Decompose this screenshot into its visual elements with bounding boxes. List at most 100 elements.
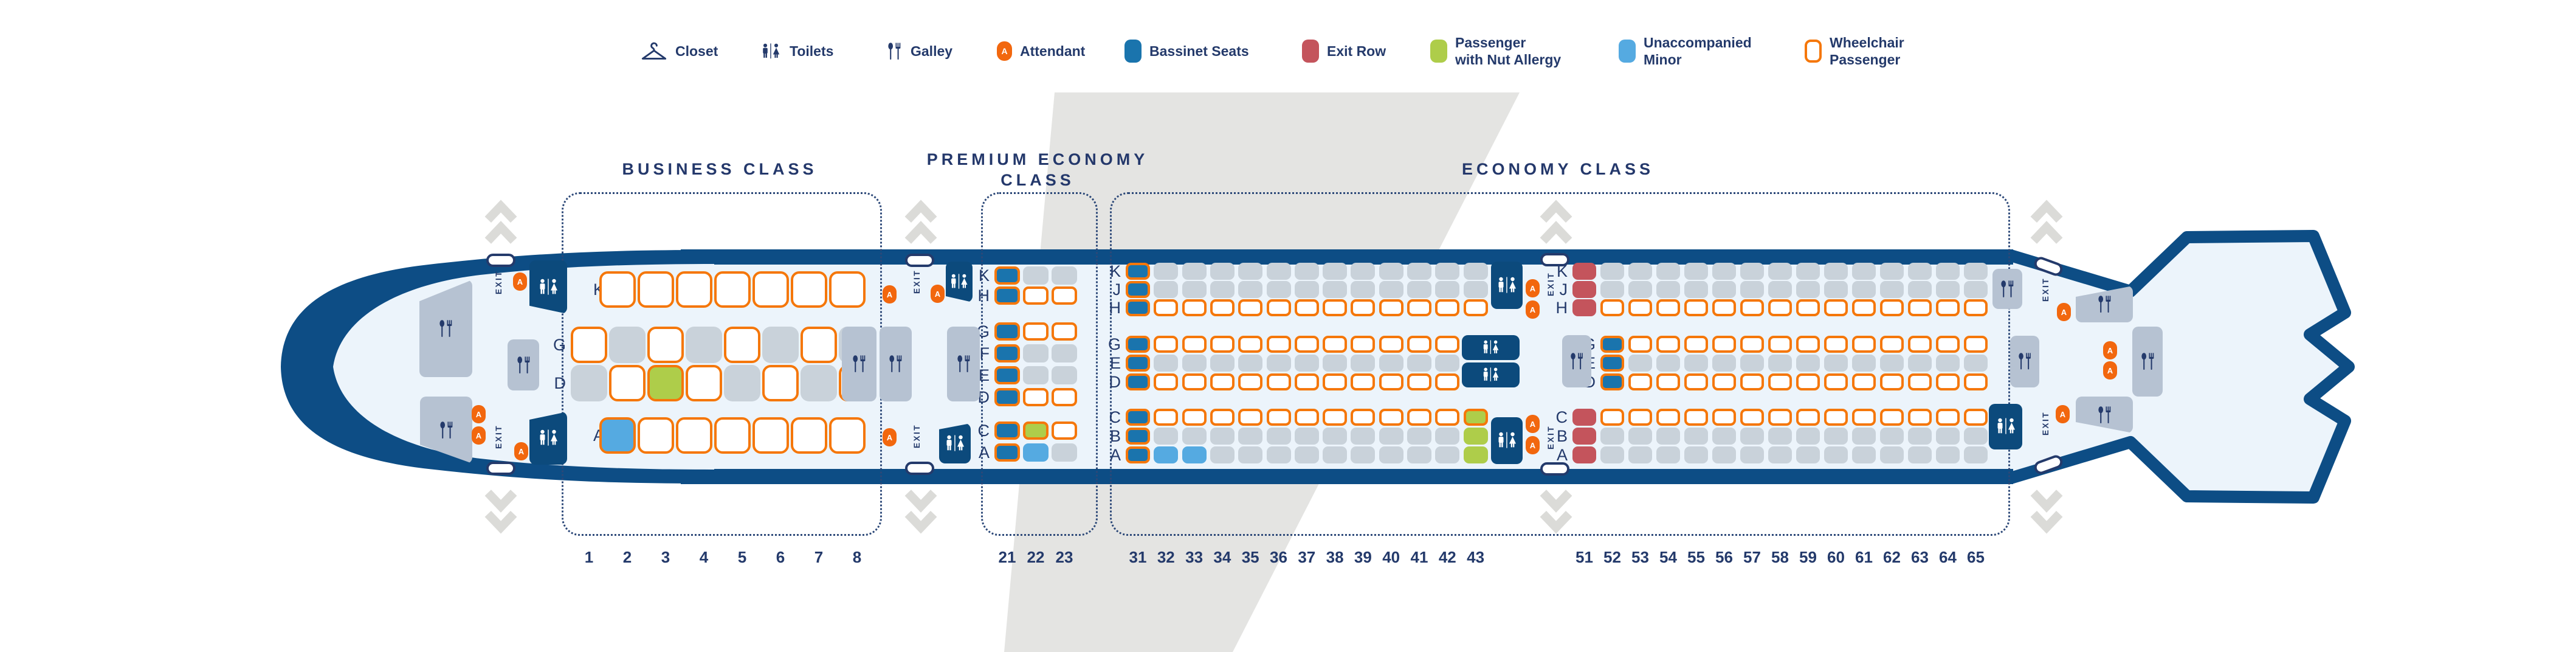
seat-D22[interactable] xyxy=(1023,388,1049,406)
seat-A54[interactable] xyxy=(1656,446,1680,463)
seat-G22[interactable] xyxy=(1023,322,1049,341)
seat-B32[interactable] xyxy=(1154,428,1179,445)
seat-D57[interactable] xyxy=(1740,373,1764,390)
seat-D59[interactable] xyxy=(1796,373,1820,390)
seat-G39[interactable] xyxy=(1351,336,1376,353)
seat-K35[interactable] xyxy=(1238,263,1263,280)
seat-K8[interactable] xyxy=(829,271,866,308)
seat-K64[interactable] xyxy=(1936,263,1960,280)
seat-K65[interactable] xyxy=(1964,263,1988,280)
seat-C54[interactable] xyxy=(1656,409,1680,426)
seat-K34[interactable] xyxy=(1210,263,1235,280)
seat-J65[interactable] xyxy=(1964,281,1988,298)
seat-C55[interactable] xyxy=(1684,409,1708,426)
seat-D6[interactable] xyxy=(762,365,799,401)
seat-E42[interactable] xyxy=(1435,355,1460,372)
seat-A55[interactable] xyxy=(1684,446,1708,463)
seat-E35[interactable] xyxy=(1238,355,1263,372)
seat-A32[interactable] xyxy=(1154,446,1179,463)
seat-C21[interactable] xyxy=(994,421,1020,440)
seat-H58[interactable] xyxy=(1768,299,1792,316)
seat-H21[interactable] xyxy=(994,286,1020,305)
seat-K54[interactable] xyxy=(1656,263,1680,280)
seat-B60[interactable] xyxy=(1824,428,1848,445)
seat-E55[interactable] xyxy=(1684,355,1708,372)
seat-E65[interactable] xyxy=(1964,355,1988,372)
seat-E57[interactable] xyxy=(1740,355,1764,372)
seat-A42[interactable] xyxy=(1435,446,1460,463)
seat-J59[interactable] xyxy=(1796,281,1820,298)
seat-J33[interactable] xyxy=(1182,281,1207,298)
seat-B51[interactable] xyxy=(1572,428,1596,445)
seat-E31[interactable] xyxy=(1126,355,1150,372)
seat-D64[interactable] xyxy=(1936,373,1960,390)
seat-H63[interactable] xyxy=(1908,299,1932,316)
seat-D37[interactable] xyxy=(1294,373,1319,390)
seat-J37[interactable] xyxy=(1294,281,1319,298)
seat-K33[interactable] xyxy=(1182,263,1207,280)
seat-A39[interactable] xyxy=(1351,446,1376,463)
seat-E23[interactable] xyxy=(1052,366,1077,384)
seat-J31[interactable] xyxy=(1126,281,1150,298)
seat-J32[interactable] xyxy=(1154,281,1179,298)
seat-B40[interactable] xyxy=(1379,428,1403,445)
seat-A8[interactable] xyxy=(829,417,866,454)
seat-C56[interactable] xyxy=(1712,409,1736,426)
seat-J52[interactable] xyxy=(1600,281,1624,298)
seat-J51[interactable] xyxy=(1572,281,1596,298)
seat-G62[interactable] xyxy=(1880,336,1904,353)
seat-G56[interactable] xyxy=(1712,336,1736,353)
seat-A57[interactable] xyxy=(1740,446,1764,463)
seat-B33[interactable] xyxy=(1182,428,1207,445)
seat-C38[interactable] xyxy=(1323,409,1348,426)
seat-A34[interactable] xyxy=(1210,446,1235,463)
seat-H34[interactable] xyxy=(1210,299,1235,316)
seat-B41[interactable] xyxy=(1407,428,1431,445)
seat-K2[interactable] xyxy=(599,271,636,308)
seat-K51[interactable] xyxy=(1572,263,1596,280)
seat-C60[interactable] xyxy=(1824,409,1848,426)
seat-H55[interactable] xyxy=(1684,299,1708,316)
seat-B58[interactable] xyxy=(1768,428,1792,445)
seat-D61[interactable] xyxy=(1852,373,1876,390)
seat-E61[interactable] xyxy=(1852,355,1876,372)
seat-C37[interactable] xyxy=(1294,409,1319,426)
seat-H60[interactable] xyxy=(1824,299,1848,316)
seat-B64[interactable] xyxy=(1936,428,1960,445)
seat-E34[interactable] xyxy=(1210,355,1235,372)
seat-E64[interactable] xyxy=(1936,355,1960,372)
seat-D63[interactable] xyxy=(1908,373,1932,390)
seat-D2[interactable] xyxy=(609,365,646,401)
seat-B57[interactable] xyxy=(1740,428,1764,445)
seat-D33[interactable] xyxy=(1182,373,1207,390)
seat-H65[interactable] xyxy=(1964,299,1988,316)
seat-H56[interactable] xyxy=(1712,299,1736,316)
seat-E37[interactable] xyxy=(1294,355,1319,372)
seat-G3[interactable] xyxy=(647,327,684,363)
seat-E60[interactable] xyxy=(1824,355,1848,372)
seat-H39[interactable] xyxy=(1351,299,1376,316)
seat-K4[interactable] xyxy=(676,271,713,308)
seat-A65[interactable] xyxy=(1964,446,1988,463)
seat-H35[interactable] xyxy=(1238,299,1263,316)
seat-K41[interactable] xyxy=(1407,263,1431,280)
seat-A59[interactable] xyxy=(1796,446,1820,463)
seat-E59[interactable] xyxy=(1796,355,1820,372)
seat-D21[interactable] xyxy=(994,388,1020,406)
seat-G55[interactable] xyxy=(1684,336,1708,353)
seat-K43[interactable] xyxy=(1463,263,1488,280)
seat-D55[interactable] xyxy=(1684,373,1708,390)
seat-D56[interactable] xyxy=(1712,373,1736,390)
seat-G5[interactable] xyxy=(724,327,760,363)
seat-G65[interactable] xyxy=(1964,336,1988,353)
seat-G1[interactable] xyxy=(571,327,607,363)
seat-J61[interactable] xyxy=(1852,281,1876,298)
seat-C35[interactable] xyxy=(1238,409,1263,426)
seat-C36[interactable] xyxy=(1266,409,1291,426)
seat-D31[interactable] xyxy=(1126,373,1150,390)
seat-E62[interactable] xyxy=(1880,355,1904,372)
seat-H32[interactable] xyxy=(1154,299,1179,316)
seat-E39[interactable] xyxy=(1351,355,1376,372)
seat-J57[interactable] xyxy=(1740,281,1764,298)
seat-K53[interactable] xyxy=(1628,263,1652,280)
